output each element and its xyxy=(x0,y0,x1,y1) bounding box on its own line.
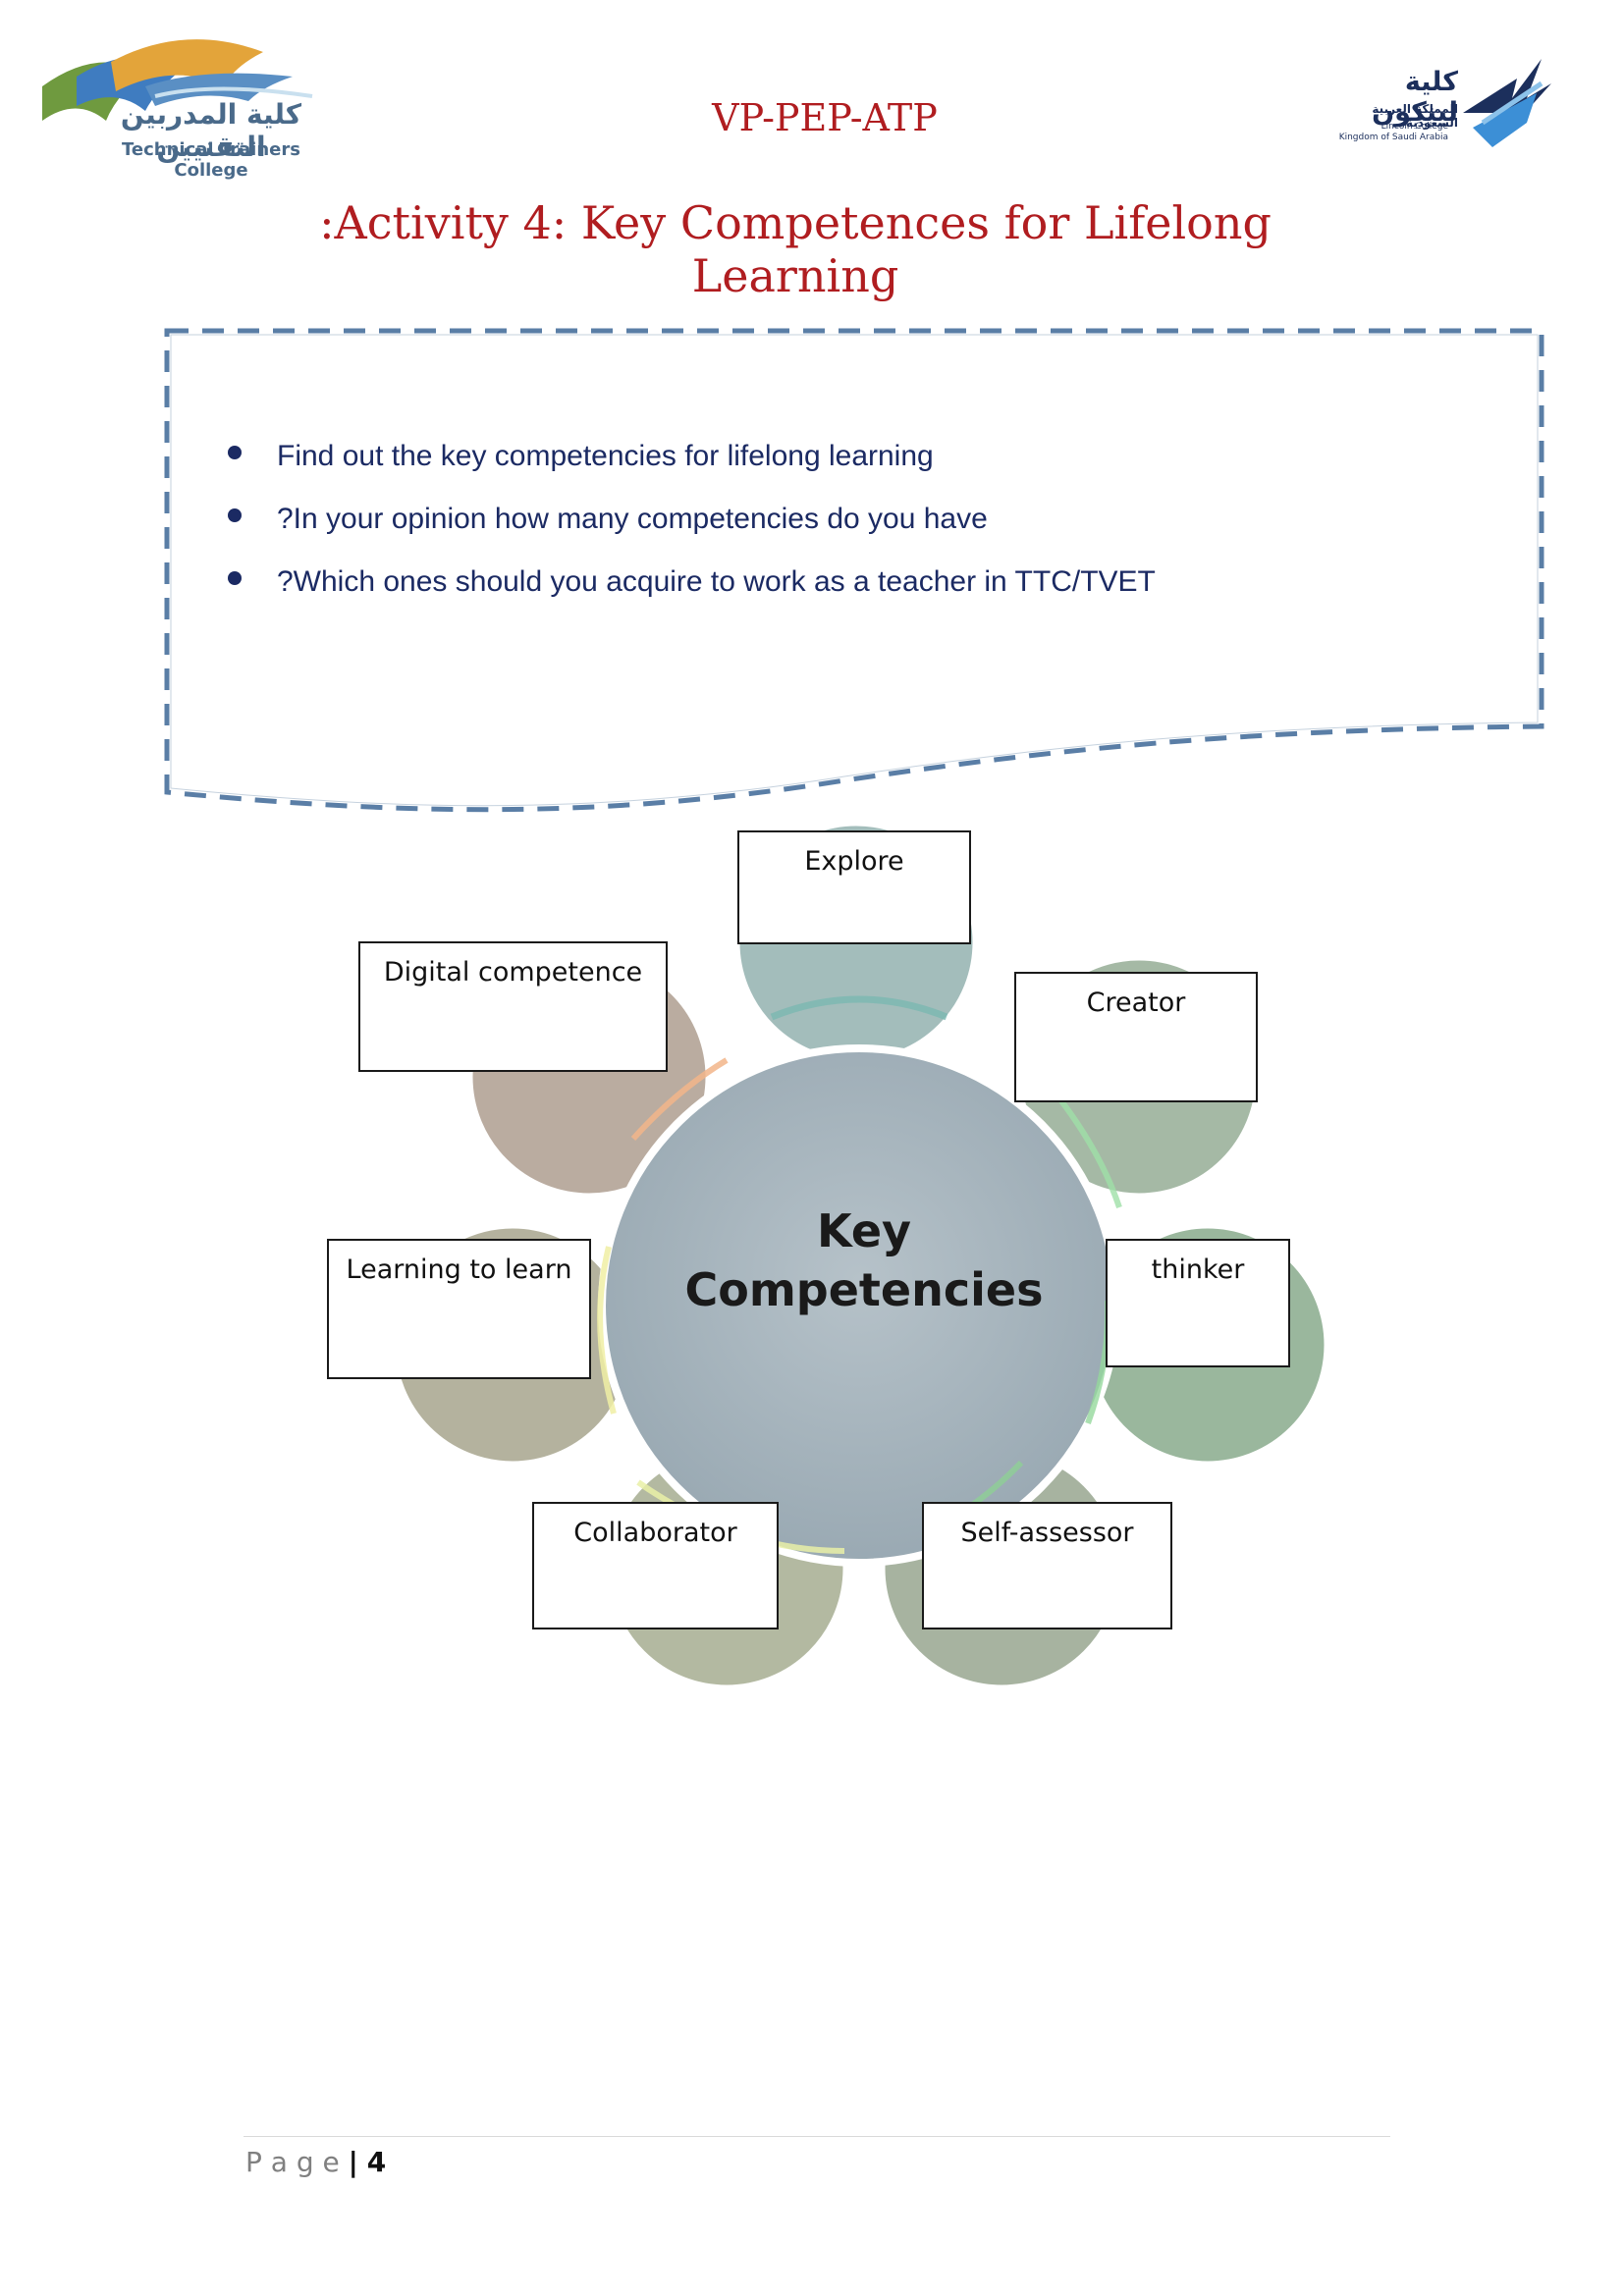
node-learning-to-learn: Learning to learn xyxy=(327,1239,591,1379)
node-thinker: thinker xyxy=(1106,1239,1290,1367)
node-creator: Creator xyxy=(1014,972,1258,1102)
lincoln-logo xyxy=(1463,59,1551,147)
page-separator: | xyxy=(348,2146,358,2178)
lincoln-arabic-sub: المملكة العربية السعودية xyxy=(1372,102,1458,130)
ttc-english-name: Technical Trainers College xyxy=(122,139,300,181)
page-title: :Activity 4: Key Competences for Lifelon… xyxy=(319,196,1272,302)
document-code: VP-PEP-ATP xyxy=(712,96,938,139)
node-digital-competence: Digital competence xyxy=(358,941,668,1072)
ttc-logo xyxy=(42,39,313,121)
instructions-frame xyxy=(164,328,1544,813)
instruction-item-1: Find out the key competencies for lifelo… xyxy=(277,440,934,472)
bullet-dot xyxy=(228,571,242,585)
center-label: Key Competencies xyxy=(658,1202,1070,1320)
bullet-dot xyxy=(228,446,242,459)
lincoln-english-country: Kingdom of Saudi Arabia xyxy=(1338,133,1448,142)
footer-divider xyxy=(244,2136,1390,2137)
node-collaborator: Collaborator xyxy=(532,1502,779,1629)
node-self-assessor: Self-assessor xyxy=(922,1502,1172,1629)
page-number: 4 xyxy=(366,2146,387,2178)
node-explore: Explore xyxy=(737,830,971,944)
ttc-arabic-name: كلية المدربين التقنيين xyxy=(120,98,302,163)
center-label-line1: Key xyxy=(816,1204,912,1257)
page-label: P a g e xyxy=(245,2146,340,2178)
center-label-line2: Competencies xyxy=(684,1262,1044,1316)
lincoln-arabic-name: كلية لينكون xyxy=(1372,67,1458,128)
page-footer: P a g e | 4 xyxy=(245,2146,386,2178)
bullet-dot xyxy=(228,508,242,522)
lincoln-english-name: Lincoln College xyxy=(1380,122,1448,132)
instruction-item-2: ?In your opinion how many competencies d… xyxy=(277,503,988,535)
instruction-item-3: ?Which ones should you acquire to work a… xyxy=(277,565,1156,598)
